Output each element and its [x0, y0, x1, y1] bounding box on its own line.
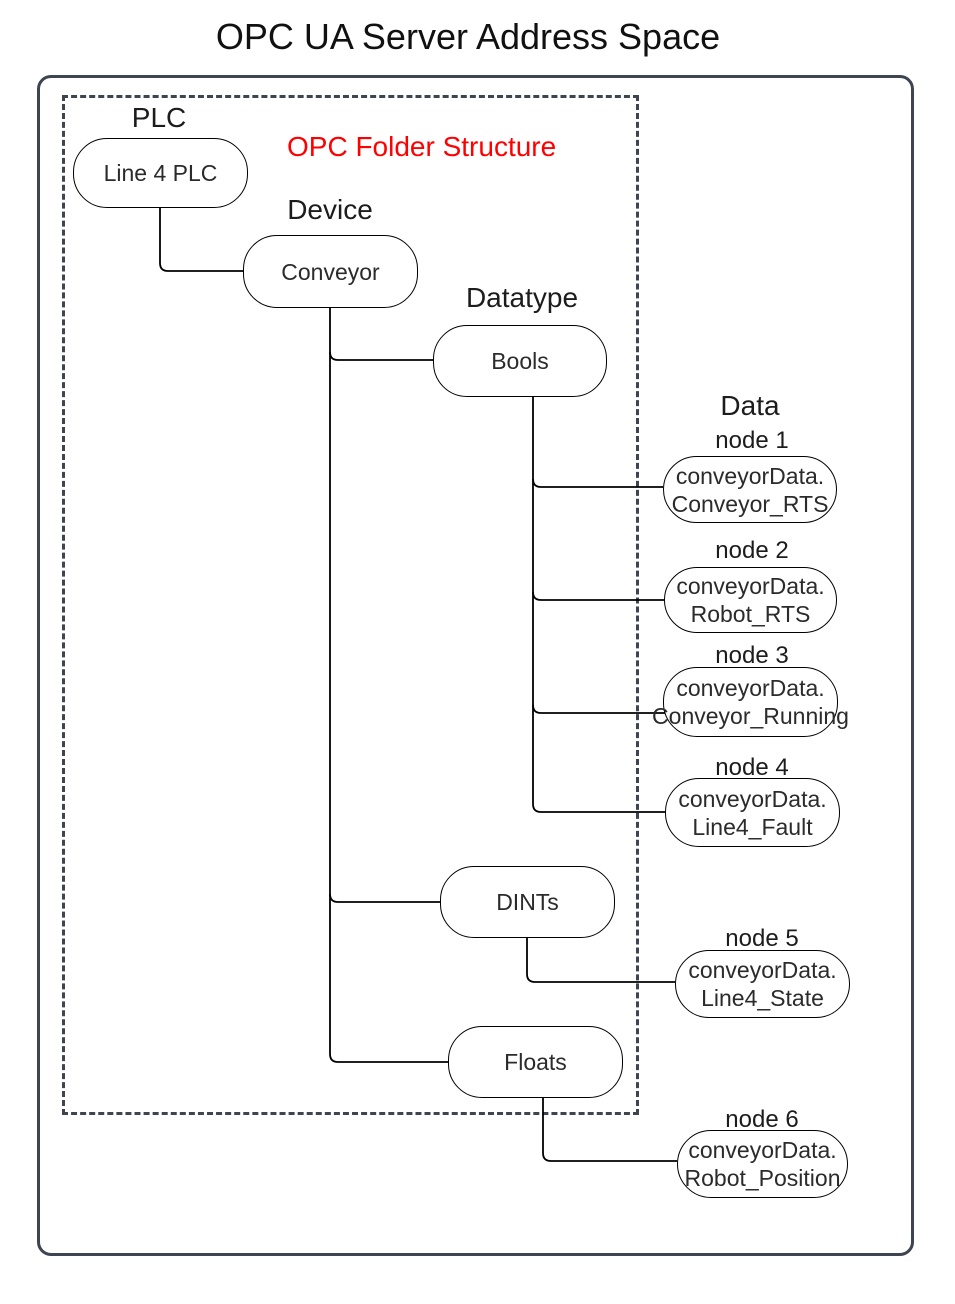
level-label-plc: PLC	[131, 102, 187, 133]
edge-plc-to-conveyor	[159, 208, 243, 272]
tag-name: Robot_RTS	[690, 601, 811, 627]
opc-folder-structure-boundary	[62, 95, 639, 1115]
tag-prefix: conveyorData.	[676, 675, 825, 701]
tree-node-line4-plc: Line 4 PLC	[73, 138, 248, 208]
diagram-title: OPC UA Server Address Space	[215, 16, 721, 57]
tag-name: Line4_Fault	[692, 813, 813, 840]
level-label-datatype: Datatype	[465, 282, 579, 313]
data-node-line4-fault: conveyorData. Line4_Fault	[665, 778, 840, 847]
tag-name: Line4_State	[701, 985, 824, 1011]
tree-node-label: Conveyor	[281, 258, 380, 285]
tag-prefix: conveyorData.	[688, 1137, 837, 1163]
tag-prefix: conveyorData.	[688, 957, 837, 983]
data-node-caption-2: node 2	[715, 537, 789, 564]
edge-bools-trunk-to-node4	[532, 397, 665, 813]
edge-conveyor-trunk-to-floats	[329, 308, 448, 1063]
data-node-robot-rts: conveyorData. Robot_RTS	[664, 567, 837, 633]
address-space-frame	[37, 75, 914, 1256]
tag-prefix: conveyorData.	[678, 785, 827, 812]
tag-prefix: conveyorData.	[675, 462, 825, 489]
edge-dints-to-node5	[526, 938, 675, 983]
data-node-caption-3: node 3	[715, 642, 789, 669]
opc-folder-structure-label: OPC Folder Structure	[287, 131, 557, 162]
data-node-caption-4: node 4	[715, 754, 789, 781]
data-node-robot-position: conveyorData. Robot_Position	[677, 1130, 848, 1198]
data-node-caption-6: node 6	[725, 1106, 799, 1133]
tag-name: Conveyor_Running	[652, 703, 849, 729]
tree-node-floats: Floats	[448, 1026, 623, 1098]
tag-name: Robot_Position	[684, 1165, 841, 1191]
data-node-line4-state: conveyorData. Line4_State	[675, 950, 850, 1018]
data-node-caption-5: node 5	[725, 925, 799, 952]
edge-floats-to-node6	[542, 1098, 677, 1162]
edge-conveyor-to-bools	[329, 351, 433, 361]
tree-node-conveyor: Conveyor	[243, 235, 418, 308]
tree-node-label: DINTs	[496, 889, 559, 915]
data-node-caption-1: node 1	[715, 427, 789, 454]
tag-prefix: conveyorData.	[676, 573, 825, 599]
edge-conveyor-to-dints	[329, 893, 440, 903]
data-node-conveyor-rts: conveyorData. Conveyor_RTS	[663, 456, 837, 523]
tree-node-label: Line 4 PLC	[103, 160, 218, 186]
tag-name: Conveyor_RTS	[671, 490, 829, 517]
edge-bools-to-node1	[532, 478, 663, 488]
edge-bools-to-node2	[532, 591, 664, 601]
level-label-device: Device	[287, 194, 373, 225]
tree-node-dints: DINTs	[440, 866, 615, 938]
edge-bools-to-node3	[532, 704, 667, 714]
tree-node-bools: Bools	[433, 325, 607, 397]
data-node-conveyor-running: conveyorData. Conveyor_Running	[652, 667, 849, 737]
level-label-data: Data	[720, 390, 780, 421]
tree-node-label: Floats	[504, 1049, 567, 1075]
tree-node-label: Bools	[491, 348, 549, 374]
